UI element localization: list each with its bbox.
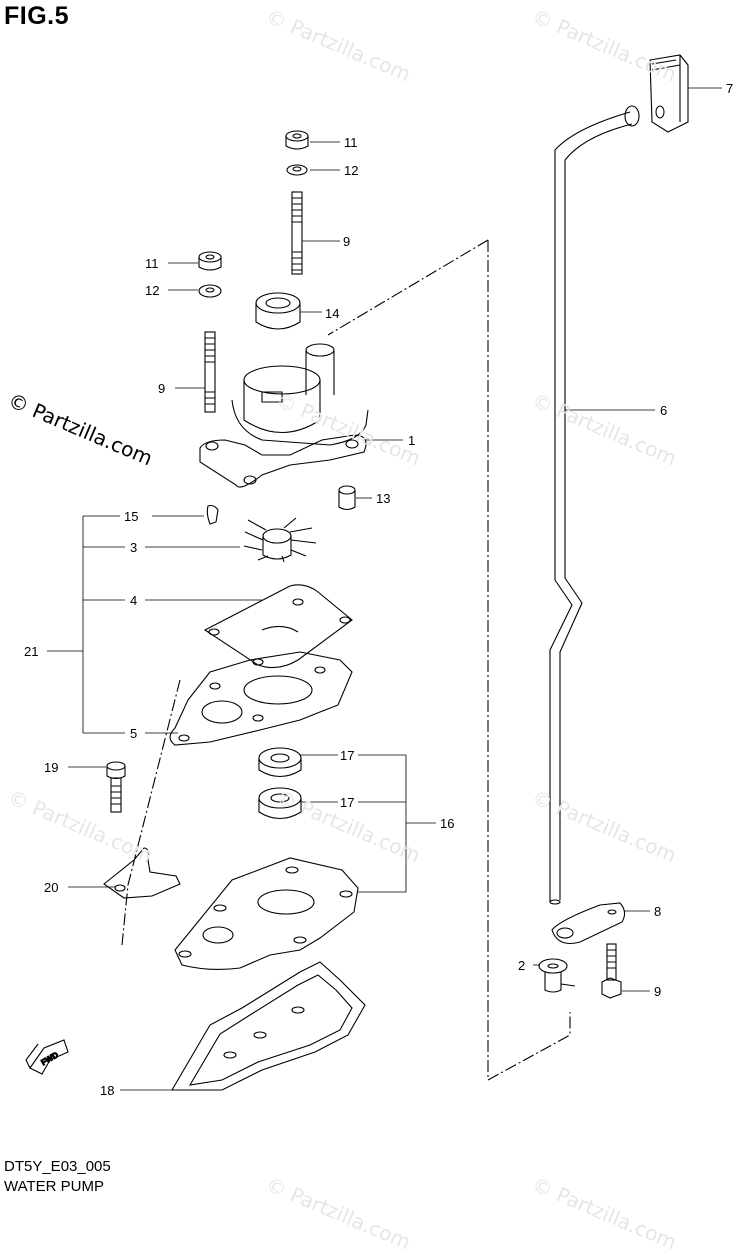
callout-1: 1 (408, 433, 415, 448)
part-bolt (106, 761, 126, 813)
diagram-code: DT5Y_E03_005 (4, 1158, 111, 1175)
callout-7: 7 (726, 81, 733, 96)
part-washer-top (286, 164, 308, 176)
callout-18: 18 (100, 1083, 114, 1098)
callout-15: 15 (124, 509, 138, 524)
callout-14: 14 (325, 306, 339, 321)
callout-16: 16 (440, 816, 454, 831)
diagram-name: WATER PUMP (4, 1178, 104, 1195)
callout-3: 3 (130, 540, 137, 555)
part-impeller (243, 517, 317, 563)
callout-11: 11 (145, 256, 159, 271)
fwd-arrow-icon (25, 1039, 69, 1075)
callout-9: 9 (654, 984, 661, 999)
leader-lines (47, 87, 722, 1091)
part-liner-plate (203, 584, 353, 669)
part-nut-top (285, 130, 309, 150)
callout-9: 9 (158, 381, 165, 396)
part-fitting (538, 958, 576, 993)
part-bolt-right (601, 943, 622, 999)
part-pump-case (199, 343, 369, 488)
parts-diagram: FWD (4, 2, 733, 1254)
callout-19: 19 (44, 760, 58, 775)
part-water-tube (549, 111, 633, 905)
callout-6: 6 (660, 403, 667, 418)
callout-4: 4 (130, 593, 137, 608)
part-tube-clamp (551, 902, 626, 945)
callout-17: 17 (340, 748, 354, 763)
figure-title: FIG.5 (4, 2, 70, 30)
part-washer-left (198, 284, 222, 298)
callout-13: 13 (376, 491, 390, 506)
callout-2: 2 (518, 958, 525, 973)
part-lower-plate (174, 857, 359, 971)
diagram-canvas: FWD (24, 54, 733, 1098)
callout-9: 9 (343, 234, 350, 249)
callout-20: 20 (44, 880, 58, 895)
part-bearing-lower (258, 787, 302, 820)
part-plate-gasket (171, 961, 366, 1091)
part-pump-gasket (169, 651, 353, 746)
callout-12: 12 (145, 283, 159, 298)
part-stud-left (204, 331, 216, 413)
part-key (206, 504, 219, 525)
part-grommet (624, 54, 689, 133)
callout-11: 11 (344, 135, 358, 150)
callout-5: 5 (130, 726, 137, 741)
callout-8: 8 (654, 904, 661, 919)
alignment-dashline (121, 239, 571, 1081)
part-bracket (103, 847, 181, 899)
callout-12: 12 (344, 163, 358, 178)
callout-17: 17 (340, 795, 354, 810)
part-stud-top (291, 191, 303, 275)
part-seal (255, 292, 301, 330)
part-nut-left (198, 251, 222, 271)
callout-labels: 11 12 9 11 12 14 9 1 13 15 3 4 21 5 19 1… (24, 81, 733, 1098)
part-dowel (338, 485, 356, 511)
part-bearing-upper (258, 747, 302, 778)
callout-21: 21 (24, 644, 38, 659)
